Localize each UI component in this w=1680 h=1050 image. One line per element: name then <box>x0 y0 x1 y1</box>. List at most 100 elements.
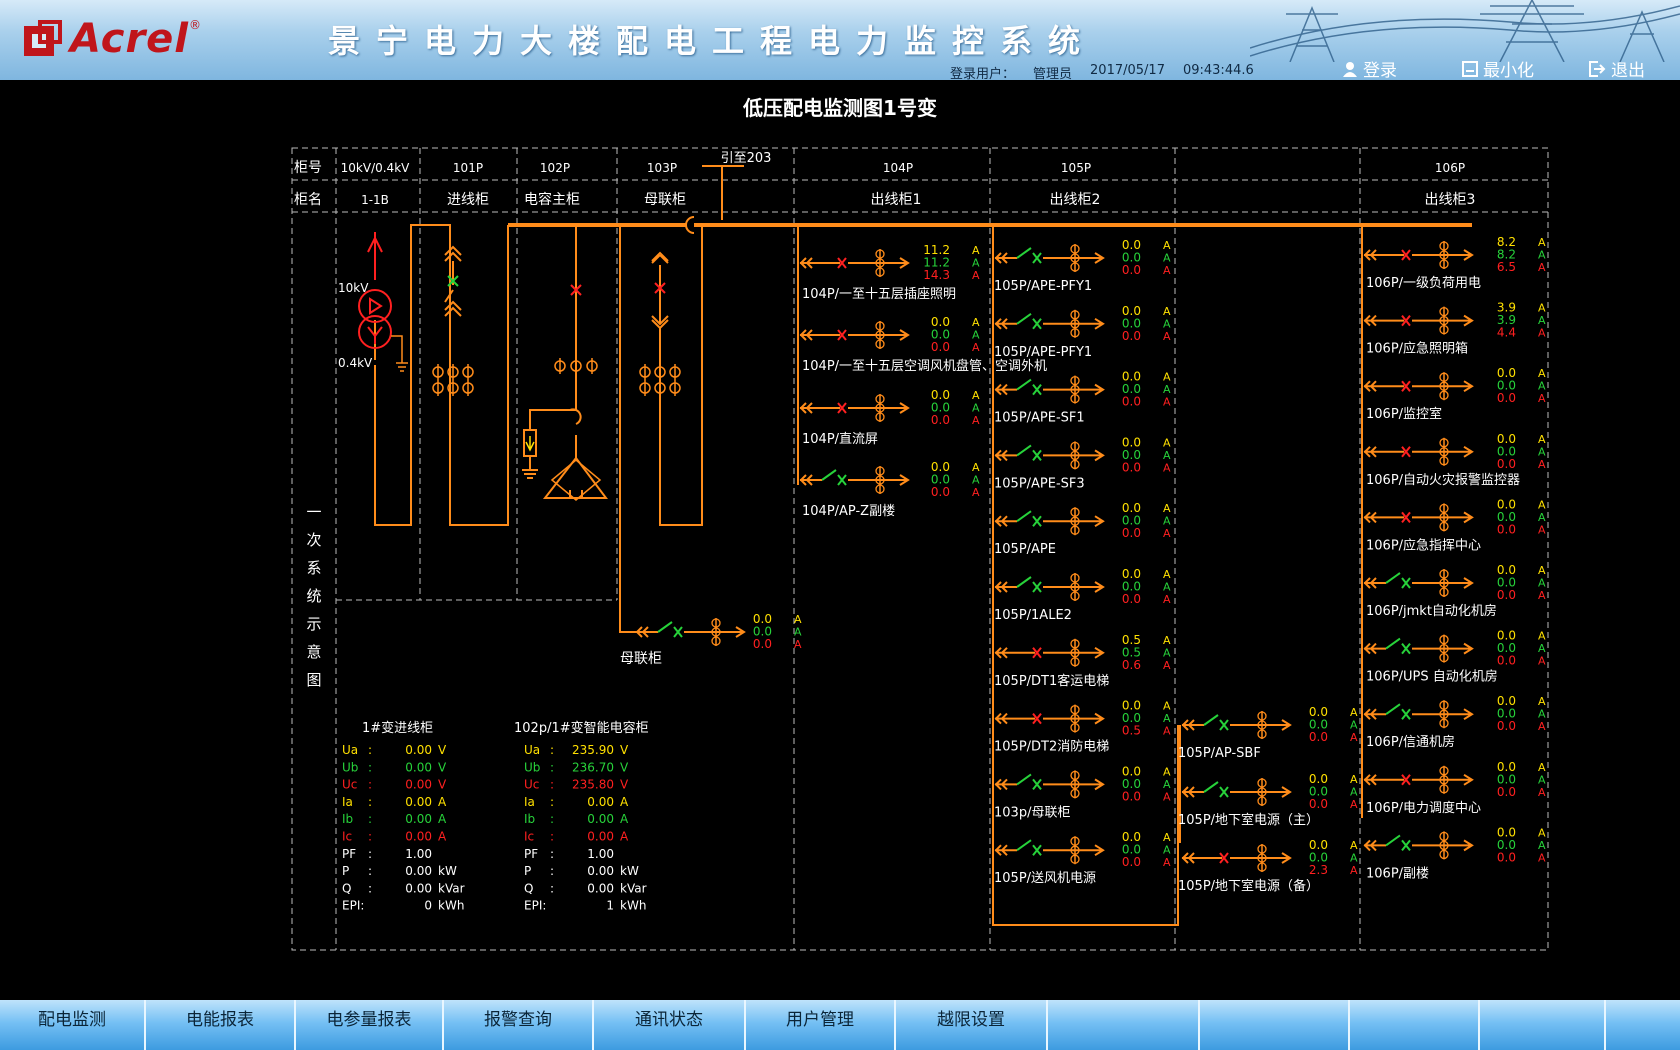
phase-current-a: 0.0 <box>1497 563 1516 577</box>
meter-value: 0.00 <box>405 743 432 757</box>
feeder-line <box>799 257 910 269</box>
nav-parameter-report[interactable]: 电参量报表 <box>296 1000 444 1050</box>
ct-coil-icon <box>1070 788 1080 799</box>
phase-unit-c: A <box>1538 655 1546 668</box>
phase-current-b: 0.0 <box>1497 707 1516 721</box>
feeder-line <box>994 449 1105 462</box>
phase-unit-b: A <box>1538 314 1546 327</box>
phase-current-b: 11.2 <box>923 256 950 270</box>
feeder-label: 106P/电力调度中心 <box>1366 800 1481 816</box>
exit-button[interactable]: 退出 <box>1588 56 1645 80</box>
nav-empty-2[interactable] <box>1200 1000 1350 1050</box>
phase-current-a: 0.5 <box>1122 633 1141 647</box>
cabinet-name-105p: 出线柜2 <box>1050 192 1101 208</box>
nav-user-management[interactable]: 用户管理 <box>746 1000 896 1050</box>
nav-limit-settings[interactable]: 越限设置 <box>896 1000 1048 1050</box>
bus-tie-103p[interactable] <box>619 225 703 633</box>
phase-current-c: 0.0 <box>1122 395 1141 409</box>
phase-current-b: 0.0 <box>1497 510 1516 524</box>
switch-closed-icon <box>1016 378 1032 391</box>
ground-icon <box>391 335 408 372</box>
phase-current-c: 0.0 <box>1122 592 1141 606</box>
meter-title: 102p/1#变智能电容柜 <box>514 720 649 736</box>
ct-coil-icon <box>1439 578 1449 588</box>
breaker-closed-icon <box>1032 449 1042 462</box>
phase-unit-c: A <box>1538 523 1546 536</box>
meter-key: Ic <box>342 830 352 844</box>
phase-current-b: 0.0 <box>931 328 950 342</box>
phase-current-a: 0.0 <box>931 460 950 474</box>
breaker-closed-icon <box>1032 383 1042 396</box>
nav-empty-3[interactable] <box>1350 1000 1480 1050</box>
breaker-closed-icon <box>1032 844 1042 856</box>
ct-102p <box>554 358 598 374</box>
incoming-switch-101p[interactable] <box>444 245 462 317</box>
meter-value: 0.00 <box>405 881 432 895</box>
ct-coil-icon <box>1439 456 1449 466</box>
phase-unit-c: A <box>1538 327 1546 340</box>
nav-distribution-monitoring[interactable]: 配电监测 <box>0 1000 146 1050</box>
breaker-open-icon <box>1219 852 1229 864</box>
phase-current-c: 0.0 <box>931 413 950 427</box>
phase-current-c: 0.0 <box>1497 457 1516 471</box>
single-line-diagram: 低压配电监测图1号变 柜号 柜名 10kV/0.4kV 101P 102P 10… <box>291 96 1549 951</box>
phase-current-a: 0.0 <box>931 315 950 329</box>
meter-colon: : <box>550 847 554 861</box>
nav-empty-1[interactable] <box>1048 1000 1200 1050</box>
nav-empty-4[interactable] <box>1480 1000 1606 1050</box>
phase-current-b: 0.0 <box>931 473 950 487</box>
phase-current-c: 0.0 <box>753 637 772 651</box>
login-button[interactable]: 登录 <box>1342 56 1397 80</box>
side-label-char: 统 <box>306 587 321 605</box>
ct-coil-icon <box>875 466 885 476</box>
phase-unit-a: A <box>1538 236 1546 249</box>
phase-current-a: 8.2 <box>1497 235 1516 249</box>
nav-comm-status[interactable]: 通讯状态 <box>594 1000 746 1050</box>
phase-current-b: 0.5 <box>1122 645 1141 659</box>
side-label-char: 意 <box>306 643 321 661</box>
capacitor-bank-102p[interactable] <box>522 225 608 501</box>
minimize-button[interactable]: 最小化 <box>1462 56 1534 80</box>
nav-energy-report[interactable]: 电能报表 <box>146 1000 296 1050</box>
side-label-char: 一 <box>306 503 321 521</box>
phase-unit-a: A <box>1163 502 1171 515</box>
ct-coil-icon <box>1070 573 1080 583</box>
phase-current-a: 0.0 <box>1122 764 1141 778</box>
nav-alarm-query[interactable]: 报警查询 <box>444 1000 594 1050</box>
switch-closed-icon <box>1016 773 1032 786</box>
phase-unit-c: A <box>1350 864 1358 877</box>
breaker-closed-icon <box>1032 515 1042 527</box>
cabinet-name-tx: 1-1B <box>361 193 389 207</box>
phase-current-b: 0.0 <box>1122 382 1141 396</box>
meter-colon: : <box>368 864 372 878</box>
